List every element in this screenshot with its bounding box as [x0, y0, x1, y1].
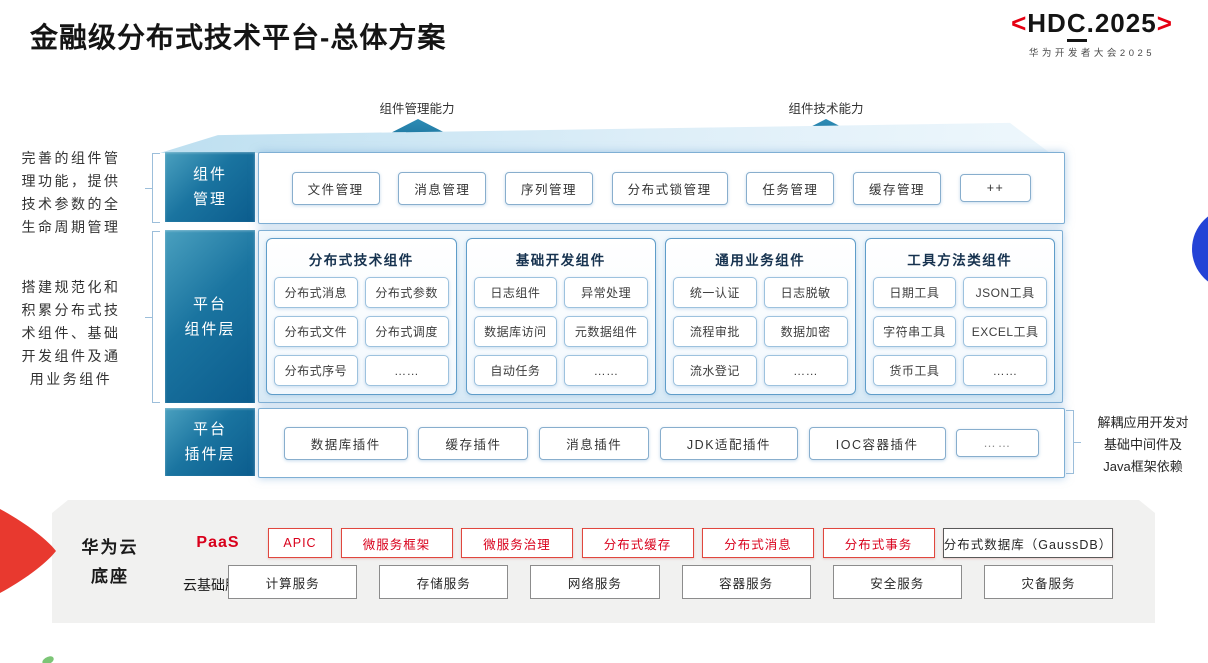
- component-item: JSON工具: [963, 277, 1047, 308]
- plugin-item: JDK适配插件: [659, 426, 799, 460]
- cloud-service-item: 灾备服务: [983, 565, 1114, 599]
- component-item: 自动任务: [473, 355, 558, 386]
- paas-item: 微服务框架: [340, 528, 453, 558]
- component-item: 日期工具: [872, 277, 957, 308]
- page-title: 金融级分布式技术平台-总体方案: [30, 22, 447, 53]
- component-item: 流水登记: [673, 355, 757, 386]
- technology-capability-label: 组件技术能力: [788, 102, 864, 116]
- cloud-service-item: 容器服务: [681, 565, 811, 599]
- mgmt-item: 文件管理: [291, 171, 380, 205]
- layer-label-component-management: 组件 管理: [165, 152, 255, 222]
- component-item: 异常处理: [564, 277, 648, 308]
- green-speck-decoration: [41, 655, 55, 663]
- cloud-services-row: 计算服务 存储服务 网络服务 容器服务 安全服务 灾备服务: [228, 565, 1114, 599]
- component-item: 分布式调度: [364, 316, 449, 347]
- note-management: 完善的组件管 理功能，提供 技术参数的全 生命周期管理: [21, 150, 121, 235]
- component-item-ellipsis: ……: [763, 355, 848, 386]
- mgmt-item: 分布式锁管理: [611, 171, 728, 205]
- perspective-band: [160, 122, 1050, 153]
- cloud-service-item: 安全服务: [832, 565, 962, 599]
- paas-label: PaaS: [196, 534, 240, 551]
- logo-subtitle: 华为开发者大会2025: [1028, 48, 1156, 59]
- logo-year: .2025: [1086, 8, 1157, 38]
- paas-item: 分布式缓存: [581, 528, 694, 558]
- component-item: 日志组件: [473, 277, 558, 308]
- component-item: 字符串工具: [872, 316, 957, 347]
- component-item: 分布式文件: [274, 316, 358, 347]
- huawei-cloud-foundation-panel: [52, 500, 1155, 623]
- plugin-item: 数据库插件: [283, 426, 408, 460]
- management-capability-label: 组件管理能力: [379, 102, 455, 116]
- plugin-item: 缓存插件: [418, 426, 529, 460]
- cloud-service-item: 网络服务: [530, 565, 660, 599]
- layer-platform-plugins: 数据库插件 缓存插件 消息插件 JDK适配插件 IOC容器插件 ……: [258, 408, 1065, 478]
- component-item: 数据加密: [763, 316, 848, 347]
- red-wedge-arrow-icon: [0, 509, 56, 593]
- paas-item: 分布式事务: [822, 528, 935, 558]
- component-item: 数据库访问: [473, 316, 558, 347]
- mgmt-item-plus: ++: [959, 174, 1032, 202]
- bracket-left-components: [145, 231, 160, 403]
- component-item: 统一认证: [673, 277, 757, 308]
- paas-item: APIC: [268, 528, 332, 558]
- component-item: 货币工具: [872, 355, 957, 386]
- component-item: 分布式参数: [364, 277, 449, 308]
- component-item: 日志脱敏: [763, 277, 848, 308]
- mgmt-item: 缓存管理: [853, 171, 942, 205]
- component-item-ellipsis: ……: [564, 355, 648, 386]
- component-item: 分布式消息: [274, 277, 358, 308]
- group-common-business: 通用业务组件 统一认证 日志脱敏 流程审批 数据加密 流水登记 ……: [665, 238, 856, 395]
- component-item: 元数据组件: [564, 316, 648, 347]
- paas-item: 微服务治理: [461, 528, 573, 558]
- plugin-item: 消息插件: [539, 426, 650, 460]
- note-plugins: 解耦应用开发对 基础中间件及 Java框架依赖: [1097, 415, 1189, 474]
- mgmt-item: 消息管理: [398, 171, 487, 205]
- blue-circle-decoration: [1192, 208, 1208, 290]
- paas-item: 分布式消息: [702, 528, 814, 558]
- logo-close-bracket: >: [1156, 8, 1173, 38]
- logo-hd: HD: [1027, 8, 1067, 38]
- plugin-item: IOC容器插件: [808, 426, 946, 460]
- bracket-left-management: [145, 153, 160, 223]
- component-item: 流程审批: [673, 316, 757, 347]
- bracket-right-plugins: [1066, 410, 1081, 474]
- group-title: 基础开发组件: [515, 253, 606, 268]
- layer-label-platform-components: 平台 组件层: [165, 230, 255, 403]
- paas-row: APIC 微服务框架 微服务治理 分布式缓存 分布式消息 分布式事务 分布式数据…: [268, 528, 1113, 558]
- component-item-ellipsis: ……: [963, 355, 1047, 386]
- group-title: 通用业务组件: [715, 253, 806, 268]
- note-components: 搭建规范化和 积累分布式技 术组件、基础 开发组件及通 用业务组件: [21, 279, 121, 387]
- group-title: 分布式技术组件: [308, 253, 414, 268]
- plugin-item-ellipsis: ……: [956, 429, 1040, 457]
- layer-label-platform-plugins: 平台 插件层: [165, 408, 255, 476]
- logo-open-bracket: <: [1011, 8, 1028, 38]
- mgmt-item: 序列管理: [505, 171, 594, 205]
- paas-item-gaussdb: 分布式数据库（GaussDB）: [943, 528, 1113, 558]
- mgmt-item: 任务管理: [746, 171, 835, 205]
- group-basic-dev: 基础开发组件 日志组件 异常处理 数据库访问 元数据组件 自动任务 ……: [465, 238, 656, 395]
- component-item-ellipsis: ……: [364, 355, 449, 386]
- component-item: EXCEL工具: [963, 316, 1047, 347]
- cloud-service-item: 计算服务: [228, 565, 358, 599]
- layer-component-management: 文件管理 消息管理 序列管理 分布式锁管理 任务管理 缓存管理 ++: [258, 152, 1065, 224]
- logo-c-underlined: C: [1066, 8, 1087, 42]
- layer-platform-components: 分布式技术组件 分布式消息 分布式参数 分布式文件 分布式调度 分布式序号 ………: [258, 230, 1063, 403]
- group-tool-methods: 工具方法类组件 日期工具 JSON工具 字符串工具 EXCEL工具 货币工具 ……: [864, 238, 1055, 395]
- component-item: 分布式序号: [274, 355, 358, 386]
- group-title: 工具方法类组件: [907, 253, 1013, 268]
- group-distributed-tech: 分布式技术组件 分布式消息 分布式参数 分布式文件 分布式调度 分布式序号 ……: [266, 238, 457, 395]
- foundation-label: 华为云 底座: [81, 538, 139, 586]
- cloud-service-item: 存储服务: [379, 565, 509, 599]
